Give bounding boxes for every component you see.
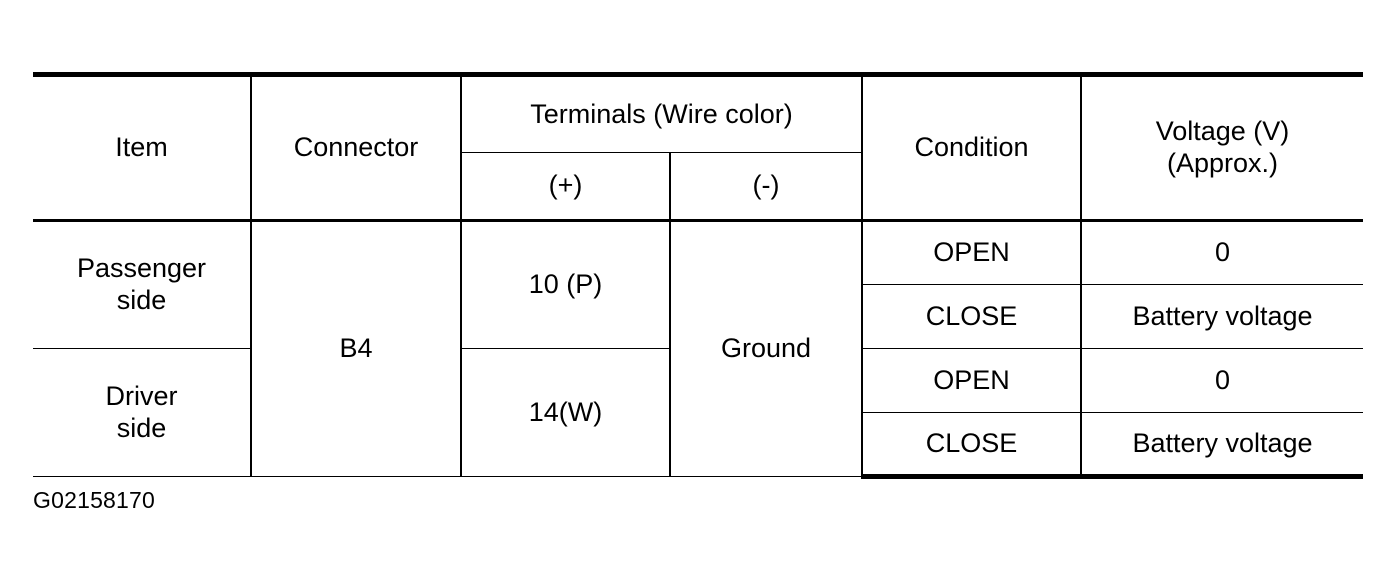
cell-terminal-negative-ground: Ground <box>669 219 863 477</box>
cell-item-driver-side: Driver side <box>33 348 252 477</box>
table-row: CLOSE Battery voltage <box>33 412 1363 479</box>
cell-voltage: 0 <box>1080 219 1363 285</box>
column-header-terminals: Terminals (Wire color) <box>460 72 863 153</box>
column-header-voltage: Voltage (V) (Approx.) <box>1080 72 1363 221</box>
header-row-primary: Item Connector Terminals (Wire color) Co… <box>33 72 1363 221</box>
cell-voltage: 0 <box>1080 348 1363 413</box>
column-header-connector: Connector <box>250 72 462 221</box>
column-header-terminal-positive: (+) <box>461 152 671 222</box>
column-header-terminal-negative: (-) <box>669 152 862 222</box>
table-header: Item Connector Terminals (Wire color) Co… <box>33 72 1363 222</box>
cell-voltage: Battery voltage <box>1080 284 1363 349</box>
cell-condition: CLOSE <box>862 412 1082 479</box>
cell-condition: OPEN <box>861 348 1082 413</box>
cell-connector-b4: B4 <box>250 219 462 477</box>
cell-condition: OPEN <box>861 219 1082 285</box>
voltage-specification-table: Item Connector Terminals (Wire color) Co… <box>33 72 1363 479</box>
table-body: Passenger side B4 10 (P) Ground OPEN 0 C… <box>33 219 1363 479</box>
cell-terminal-positive-driver: 14(W) <box>460 348 671 477</box>
column-header-item: Item <box>33 72 252 221</box>
table-row: CLOSE Battery voltage <box>33 284 1363 349</box>
cell-item-passenger-side: Passenger side <box>33 219 252 349</box>
cell-condition: CLOSE <box>862 284 1082 349</box>
cell-voltage: Battery voltage <box>1080 412 1363 479</box>
header-row-secondary: (+) (-) <box>33 152 1363 222</box>
table-row: Driver side 14(W) OPEN 0 <box>33 348 1363 477</box>
cell-terminal-positive-passenger: 10 (P) <box>460 219 671 349</box>
table-row: Passenger side B4 10 (P) Ground OPEN 0 <box>33 219 1363 477</box>
figure-caption: G02158170 <box>33 487 156 513</box>
column-header-condition: Condition <box>861 72 1082 221</box>
